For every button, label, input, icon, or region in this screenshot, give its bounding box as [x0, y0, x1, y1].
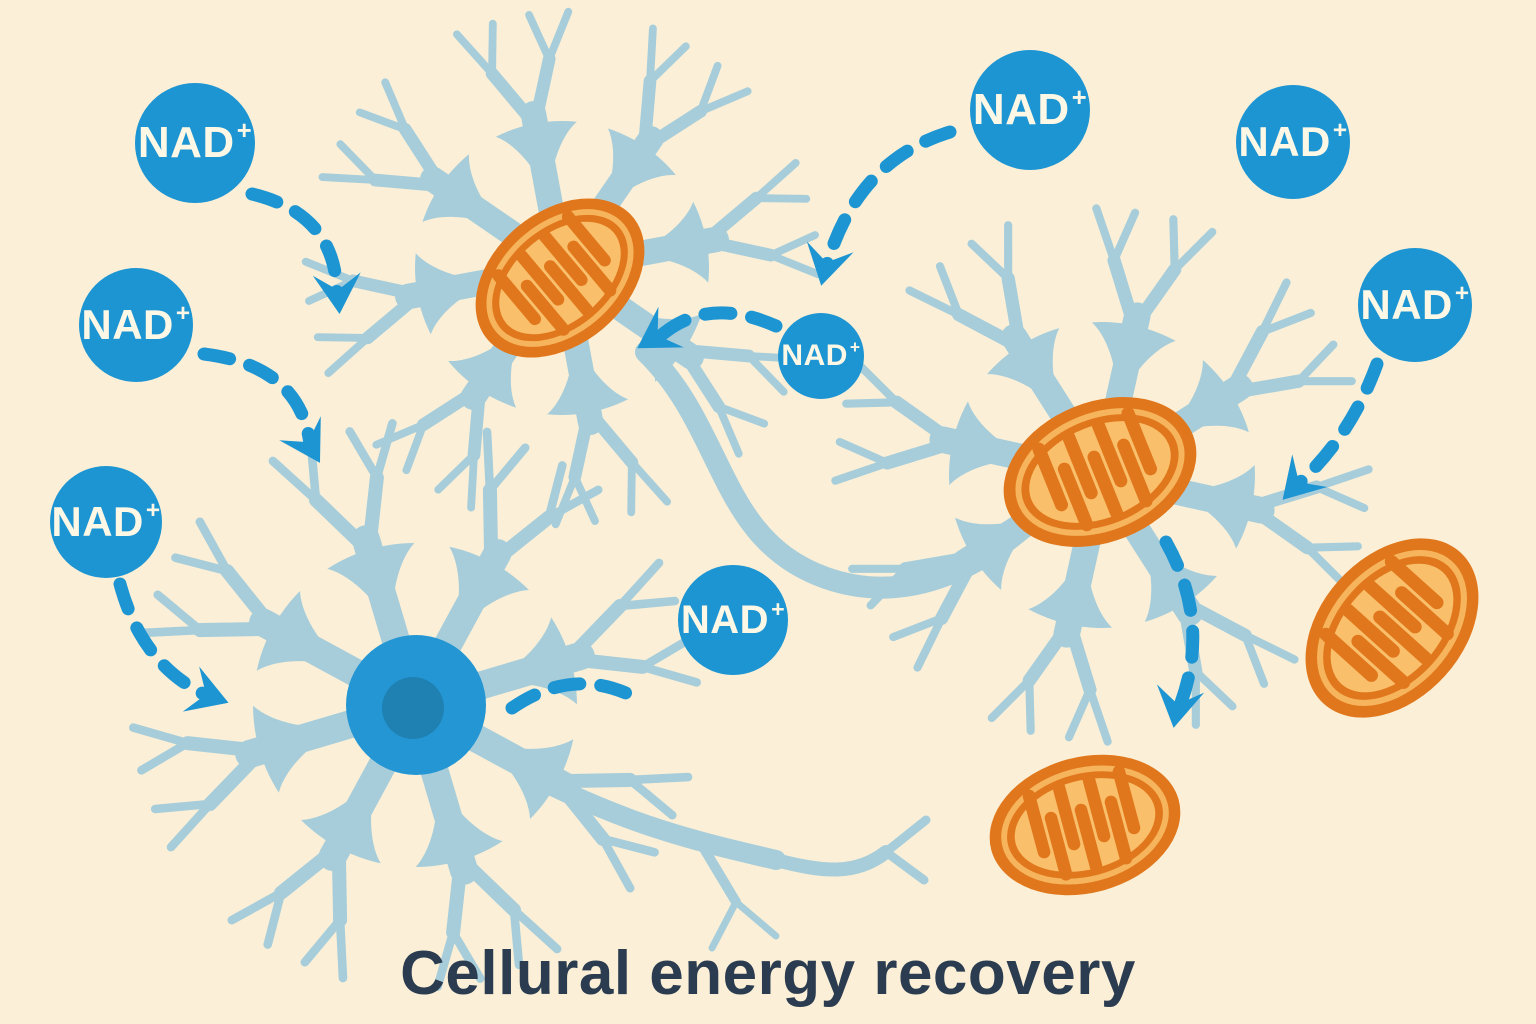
- page-title: Cellural energy recovery: [400, 939, 1136, 1008]
- nad-badge-5: NAD+: [1236, 85, 1350, 199]
- nad-plus-sup: +: [1071, 83, 1088, 112]
- nad-badge-8-small: NAD+: [778, 313, 864, 399]
- nad-label: NAD: [1360, 281, 1453, 328]
- nad-plus-sup: +: [175, 299, 191, 327]
- arrow-from-nad-2: [197, 347, 317, 451]
- axon-top-to-right: [635, 341, 1043, 599]
- nucleolus: [382, 677, 444, 739]
- nucleus: [346, 635, 486, 775]
- nad-label: NAD: [680, 598, 770, 642]
- nad-label: NAD: [81, 301, 174, 348]
- nad-label: NAD: [781, 339, 848, 372]
- nad-label: NAD: [1238, 118, 1331, 165]
- nad-plus-sup: +: [1332, 116, 1348, 144]
- nad-badge-4: NAD+: [970, 50, 1090, 170]
- arrow-from-nad-6: [1289, 357, 1384, 493]
- nad-badge-2: NAD+: [79, 268, 193, 382]
- arrow-from-nad-4: [820, 125, 957, 271]
- nad-plus-sup: +: [1454, 279, 1470, 307]
- nad-badge-6: NAD+: [1358, 248, 1472, 362]
- nad-badge-7: NAD+: [678, 565, 788, 675]
- nad-plus-sup: +: [145, 496, 161, 524]
- nad-badge-3: NAD+: [50, 466, 162, 578]
- axon-left-main: [526, 768, 786, 870]
- nad-transfer-arrows: [113, 125, 1384, 715]
- nad-plus-sup: +: [771, 595, 786, 622]
- nad-label: NAD: [51, 498, 144, 545]
- arrow-from-nad-3: [113, 577, 215, 703]
- nad-plus-sup: +: [236, 116, 253, 145]
- arrow-from-nad-small: [649, 306, 783, 347]
- nad-label: NAD: [972, 85, 1070, 134]
- arrow-to-bottom-mito: [1159, 535, 1200, 715]
- arrow-from-nad-1: [245, 187, 344, 301]
- dashed-trail-nad-7: [505, 677, 647, 715]
- nad-label: NAD: [137, 118, 235, 167]
- nad-badge-1: NAD+: [135, 83, 255, 203]
- axon-left-tip: [769, 845, 893, 877]
- nad-plus-sup: +: [849, 337, 861, 358]
- axon-connectors: [526, 341, 1043, 952]
